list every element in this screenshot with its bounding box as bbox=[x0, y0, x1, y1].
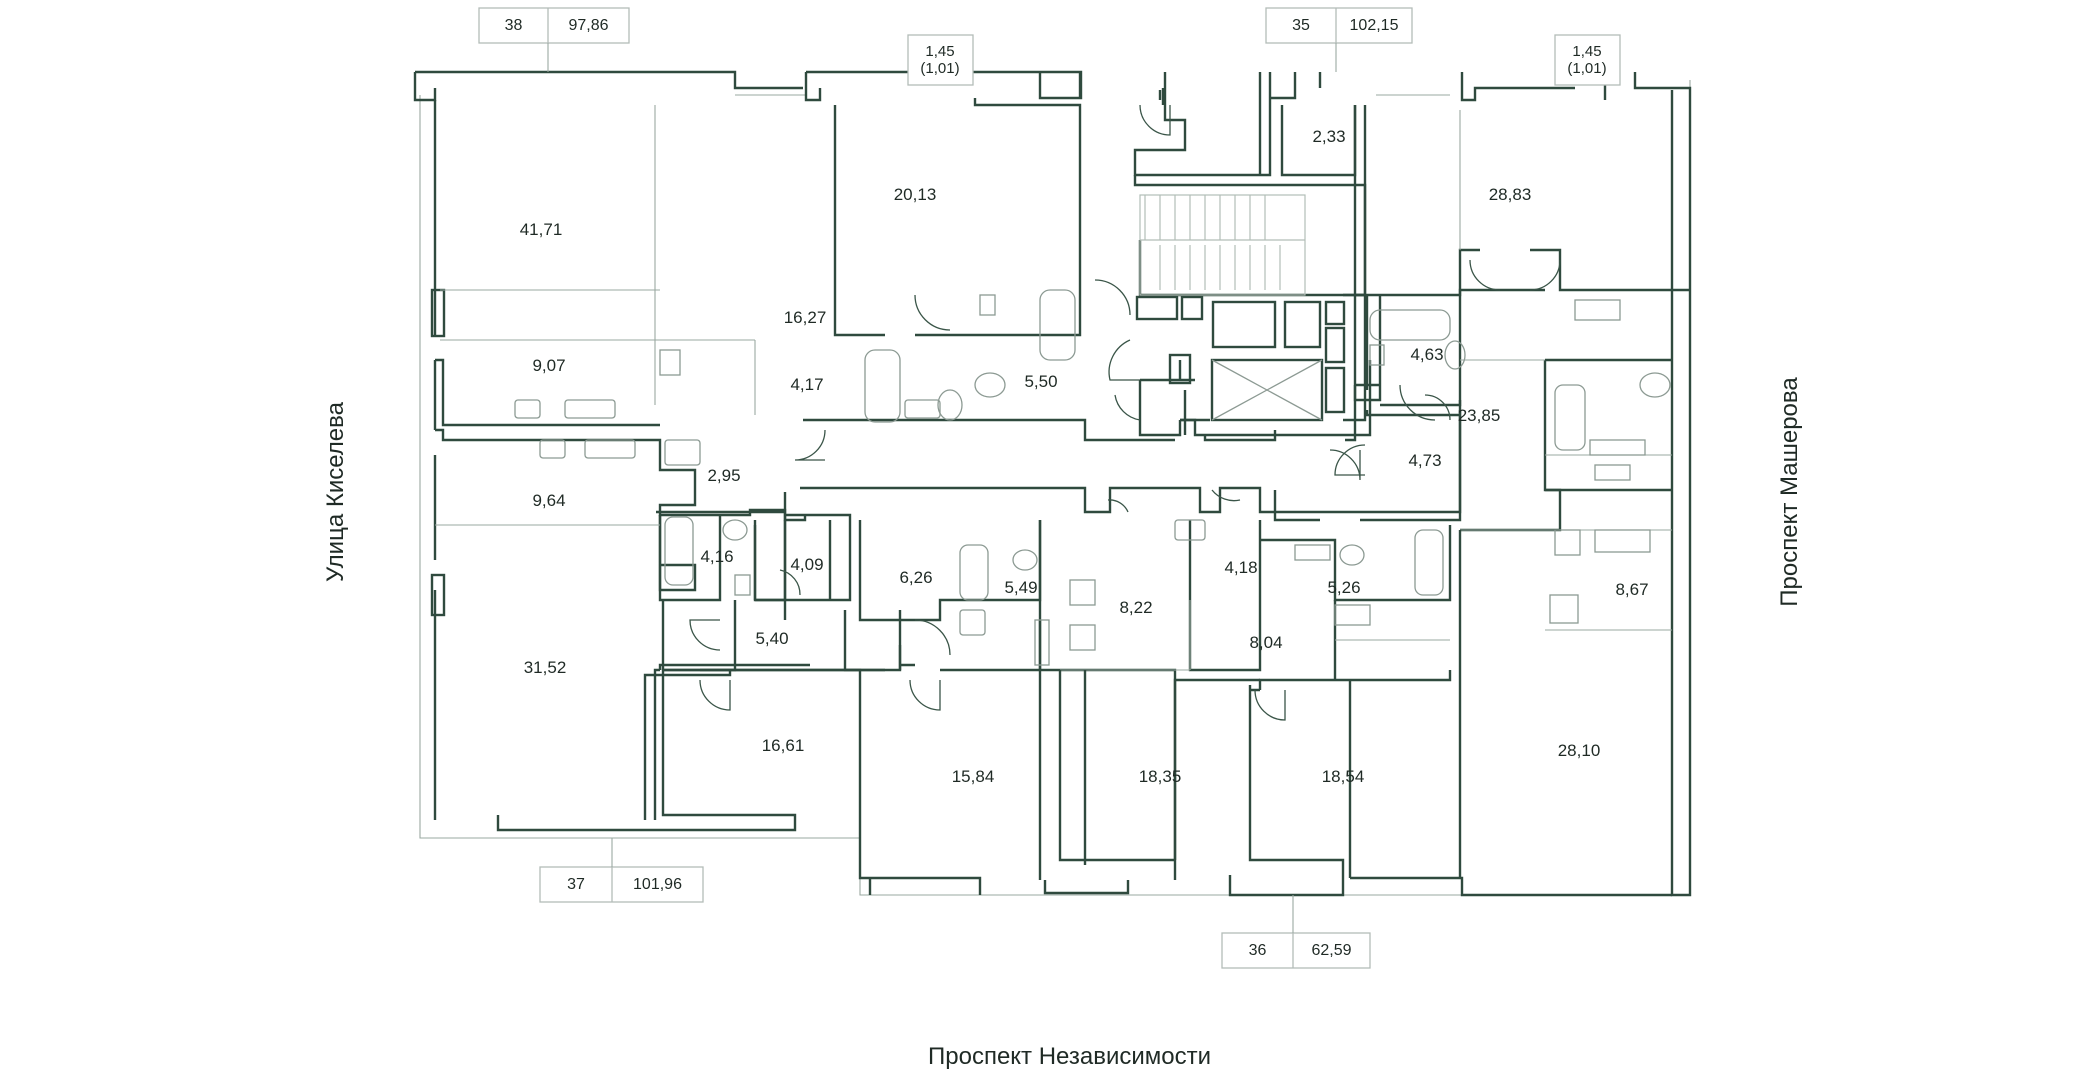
apartment-area: 97,86 bbox=[568, 16, 609, 34]
room-area-label: 16,27 bbox=[783, 308, 827, 327]
room-area-label: 8,67 bbox=[1615, 580, 1649, 599]
doors bbox=[689, 104, 1561, 721]
room-area-label: 4,09 bbox=[790, 555, 824, 574]
street-label-east: Проспект Машерова bbox=[1776, 377, 1803, 607]
interior-walls-east bbox=[1273, 105, 1690, 631]
room-area-label: 5,49 bbox=[1004, 578, 1038, 597]
room-area-label: 4,63 bbox=[1410, 345, 1444, 364]
room-area-label: 20,13 bbox=[893, 185, 937, 204]
exterior-wall-south bbox=[496, 668, 1672, 897]
apartment-number: 38 bbox=[504, 16, 523, 34]
apartment-area: 102,15 bbox=[1349, 16, 1399, 34]
room-area-label: 15,84 bbox=[951, 767, 995, 786]
room-area-label: 5,50 bbox=[1024, 372, 1058, 391]
room-area-label: 28,10 bbox=[1557, 741, 1601, 760]
balcony-label-west: 1,45 (1,01) bbox=[920, 43, 959, 77]
room-area-label: 41,71 bbox=[519, 220, 563, 239]
balcony-area-reduced: (1,01) bbox=[920, 60, 960, 77]
balcony-label-east: 1,45 (1,01) bbox=[1567, 43, 1606, 77]
street-label-west: Улица Киселева bbox=[322, 402, 349, 582]
room-area-label: 4,18 bbox=[1224, 558, 1258, 577]
room-area-label: 31,52 bbox=[523, 658, 567, 677]
room-area-label: 2,33 bbox=[1312, 127, 1346, 146]
room-area-label: 9,64 bbox=[532, 491, 566, 510]
apartment-area: 101,96 bbox=[633, 875, 682, 893]
room-area-label: 18,54 bbox=[1321, 767, 1365, 786]
room-area-label: 4,73 bbox=[1408, 451, 1442, 470]
apartment-area: 62,59 bbox=[1311, 941, 1352, 959]
balcony-area-reduced: (1,01) bbox=[1567, 60, 1607, 77]
room-area-label: 28,83 bbox=[1488, 185, 1532, 204]
apartment-number: 36 bbox=[1248, 941, 1267, 959]
fixtures bbox=[514, 289, 1671, 666]
room-area-label: 5,26 bbox=[1327, 578, 1361, 597]
room-area-label: 6,26 bbox=[899, 568, 933, 587]
balcony-area: 1,45 bbox=[925, 43, 955, 60]
apartment-tag-38[interactable]: 38 97,86 bbox=[479, 8, 629, 43]
interior-walls-west bbox=[430, 105, 1042, 880]
interior-walls-center bbox=[800, 72, 1462, 514]
interior-walls-south bbox=[1038, 520, 1462, 880]
apartment-tags bbox=[478, 7, 1621, 969]
room-area-label: 4,16 bbox=[700, 547, 734, 566]
apartment-tag-35[interactable]: 35 102,15 bbox=[1266, 8, 1412, 43]
room-area-label: 5,40 bbox=[755, 629, 789, 648]
room-area-label: 9,07 bbox=[532, 356, 566, 375]
elevator-core bbox=[1135, 295, 1346, 422]
room-area-label: 16,61 bbox=[761, 736, 805, 755]
room-area-label: 4,17 bbox=[790, 375, 824, 394]
room-area-label: 8,22 bbox=[1119, 598, 1153, 617]
balcony-area: 1,45 bbox=[1572, 43, 1602, 60]
apartment-number: 37 bbox=[567, 875, 585, 893]
exterior-wall-north bbox=[413, 70, 1083, 102]
room-area-label: 23,85 bbox=[1457, 406, 1501, 425]
street-label-south: Проспект Независимости bbox=[928, 1043, 1212, 1070]
apartment-tag-37[interactable]: 37 101,96 bbox=[540, 867, 703, 902]
room-area-label: 8,04 bbox=[1249, 633, 1283, 652]
room-area-label: 18,35 bbox=[1138, 767, 1182, 786]
staircase bbox=[1139, 194, 1306, 296]
apartment-tag-36[interactable]: 36 62,59 bbox=[1222, 933, 1370, 968]
room-area-label: 2,95 bbox=[707, 466, 741, 485]
apartment-number: 35 bbox=[1292, 16, 1310, 34]
